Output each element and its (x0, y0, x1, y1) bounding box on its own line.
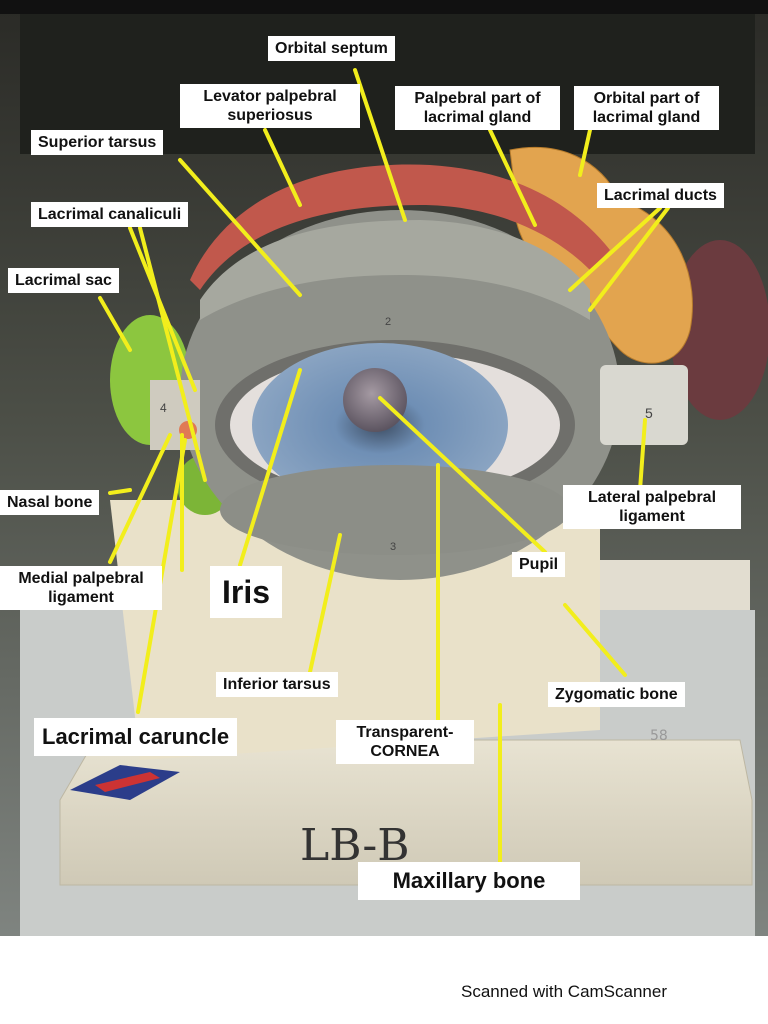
pointer-lacrimal-ducts-1 (568, 206, 662, 292)
dark-top-strip (0, 0, 768, 14)
marker-number-top: 2 (385, 316, 391, 328)
marker-number-left: 4 (160, 401, 167, 415)
pointer-nasal-bone (108, 488, 132, 495)
pupil (343, 368, 407, 432)
pointer-lines (98, 68, 670, 864)
label-lacrimal-ducts: Lacrimal ducts (597, 183, 724, 208)
pointer-lacrimal-ducts-2 (588, 206, 670, 312)
orbital-septum (200, 220, 590, 320)
label-medial-ligament: Medial palpebral ligament (0, 566, 162, 610)
pointer-orbital-gland (578, 128, 592, 177)
label-palpebral-gland: Palpebral part of lacrimal gland (395, 86, 560, 130)
scanner-footer: Scanned with CamScanner (461, 982, 668, 1001)
background-box-right (600, 560, 750, 610)
label-lacrimal-caruncle: Lacrimal caruncle (34, 718, 238, 756)
label-zygomatic-bone: Zygomatic bone (548, 682, 685, 707)
pointer-iris (238, 368, 302, 567)
pointer-lacrimal-sac (98, 296, 132, 352)
pointer-medial-ligament (108, 433, 172, 564)
base-code: 58 (650, 728, 668, 744)
label-lacrimal-canaliculi: Lacrimal canaliculi (31, 202, 189, 227)
label-orbital-septum: Orbital septum (268, 36, 395, 61)
label-nasal-bone: Nasal bone (0, 490, 100, 515)
lateral-ligament-block (600, 365, 688, 445)
medial-ligament-block (150, 380, 200, 450)
lower-lid (220, 465, 570, 555)
marker-number-right: 5 (645, 405, 653, 421)
label-maxillary-bone: Maxillary bone (358, 862, 580, 900)
label-levator: Levator palpebral superiosus (180, 84, 360, 128)
pointer-pupil (378, 396, 547, 554)
label-lateral-ligament: Lateral palpebral ligament (563, 485, 741, 529)
label-pupil: Pupil (512, 552, 566, 577)
pointer-canaliculi-2 (138, 226, 207, 482)
pointer-lateral-ligament (638, 418, 647, 492)
label-cornea: Transparent- CORNEA (336, 720, 474, 764)
label-orbital-gland: Orbital part of lacrimal gland (574, 86, 719, 130)
label-inferior-tarsus: Inferior tarsus (216, 672, 338, 697)
pointer-levator (263, 128, 302, 207)
background-model-right (670, 240, 768, 420)
brand-logo-stripe (95, 772, 160, 792)
pointer-palpebral-gland (488, 128, 537, 227)
pointer-zygomatic (563, 603, 627, 677)
label-iris: Iris (210, 566, 283, 618)
label-superior-tarsus: Superior tarsus (31, 130, 164, 155)
pointer-inferior-tarsus (308, 533, 342, 674)
label-lacrimal-sac: Lacrimal sac (8, 268, 119, 293)
pointer-orbital-septum (353, 68, 407, 222)
marker-number-bottom: 3 (390, 541, 396, 553)
pointer-superior-tarsus (178, 158, 302, 297)
